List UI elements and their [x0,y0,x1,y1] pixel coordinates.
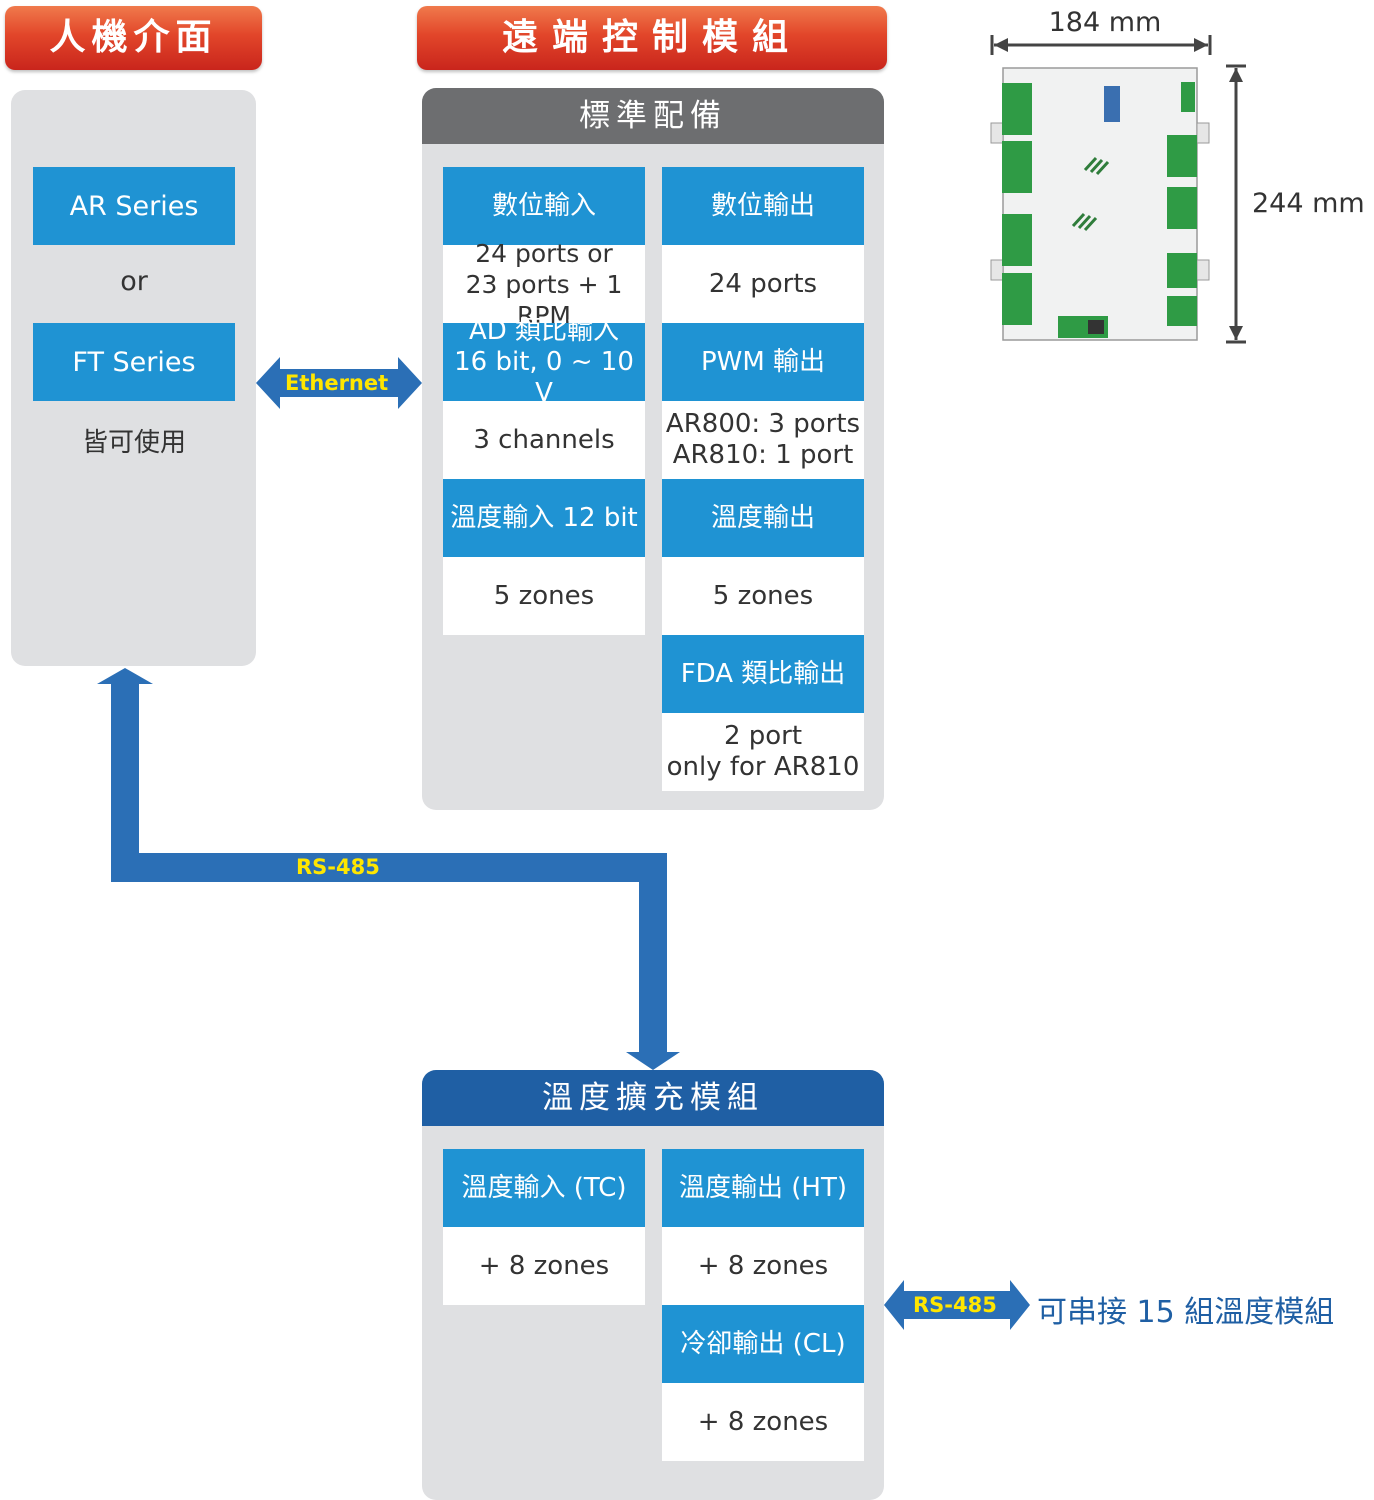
digital-output-label: 數位輸出 [662,167,864,245]
hmi-header: 人機介面 [5,6,262,70]
ar-series-box: AR Series [33,167,235,245]
standard-panel-title: 標準配備 [422,88,884,144]
rs485-main-arrow [111,682,667,1053]
fda-analog-output-label: FDA 類比輸出 [662,635,864,713]
ft-series-box: FT Series [33,323,235,401]
temp-input-label: 溫度輸入 12 bit [443,479,645,557]
usable-note: 皆可使用 [81,428,186,458]
rs485-main-label: RS-485 [296,855,380,879]
rs485-main-arrowhead-up [97,668,153,684]
height-dimension-line [1226,64,1246,344]
digital-output-value: 24 ports [662,245,864,323]
fda-analog-output-value: 2 port only for AR810 [662,713,864,791]
ethernet-arrow [256,357,422,409]
rs485-main-arrowhead-down [626,1052,680,1070]
or-text: or [120,266,148,297]
ht-output-label: 溫度輸出 (HT) [662,1149,864,1227]
ht-output-value: + 8 zones [662,1227,864,1305]
expansion-panel-title: 溫度擴充模組 [422,1070,884,1126]
ethernet-label: Ethernet [285,371,389,395]
analog-input-value: 3 channels [443,401,645,479]
rs485-side-label: RS-485 [913,1293,997,1317]
temp-input-value: 5 zones [443,557,645,635]
width-dimension-line [990,35,1212,55]
temp-output-label: 溫度輸出 [662,479,864,557]
pwm-output-value: AR800: 3 ports AR810: 1 port [662,401,864,479]
width-dimension-text: 184 mm [1048,7,1162,38]
tc-input-label: 溫度輸入 (TC) [443,1149,645,1227]
cl-output-label: 冷卻輸出 (CL) [662,1305,864,1383]
cl-output-value: + 8 zones [662,1383,864,1461]
remote-module-header: 遠端控制模組 [417,6,887,70]
digital-input-label: 數位輸入 [443,167,645,245]
temp-output-value: 5 zones [662,557,864,635]
pwm-output-label: PWM 輸出 [662,323,864,401]
chain-note: 可串接 15 組溫度模組 [1037,1295,1335,1330]
rs485-side-arrow [884,1280,1030,1330]
module-board-illustration [990,67,1210,341]
height-dimension-text: 244 mm [1252,188,1365,219]
tc-input-value: + 8 zones [443,1227,645,1305]
